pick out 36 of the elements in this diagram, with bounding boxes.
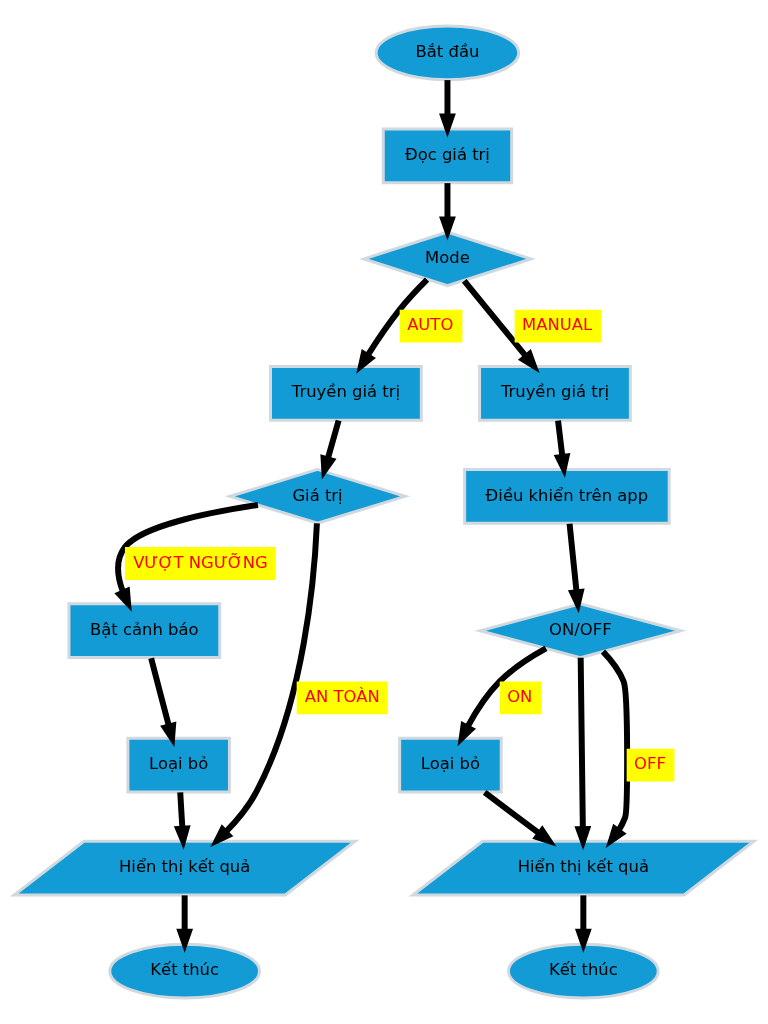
node-box: Loại bỏ — [398, 736, 503, 794]
arrow — [553, 420, 571, 478]
node-diamond: Mode — [359, 230, 536, 288]
arrow — [210, 523, 320, 847]
arrow — [482, 789, 557, 847]
node-box: Điều khiển trên app — [463, 467, 671, 525]
node-diamond: Giá trị — [224, 467, 411, 525]
arrow — [457, 645, 548, 747]
node-ellipse: Kết thúc — [108, 942, 261, 1000]
arrow — [320, 419, 342, 480]
arrow — [600, 649, 631, 848]
arrow — [461, 279, 540, 373]
arrow — [574, 895, 592, 953]
edge-label: AN TOÀN — [304, 687, 380, 707]
node-box: Đọc giá trị — [381, 127, 514, 185]
edge-label: OFF — [634, 754, 666, 774]
node-box: Truyền giá trị — [269, 364, 423, 422]
node-diamond: ON/OFF — [474, 602, 687, 660]
arrow — [566, 523, 585, 614]
arrow — [148, 657, 177, 747]
arrow — [356, 277, 430, 374]
node-ellipse: Bắt đầu — [374, 24, 521, 82]
node-box: Loại bỏ — [126, 736, 231, 794]
edge-label: VƯỢT NGƯỠNG — [133, 552, 268, 572]
arrow — [176, 895, 194, 953]
edge-label: AUTO — [407, 315, 454, 335]
arrow — [173, 792, 191, 850]
arrow — [439, 80, 456, 138]
edge-label: ON — [507, 687, 533, 707]
arrow — [574, 657, 592, 851]
arrow — [439, 183, 456, 241]
arrow — [114, 502, 259, 612]
node-box: Truyền giá trị — [478, 364, 632, 422]
node-ellipse: Kết thúc — [507, 942, 660, 1000]
node-box: Bật cảnh báo — [67, 602, 222, 660]
edge-label: MANUAL — [522, 315, 593, 335]
